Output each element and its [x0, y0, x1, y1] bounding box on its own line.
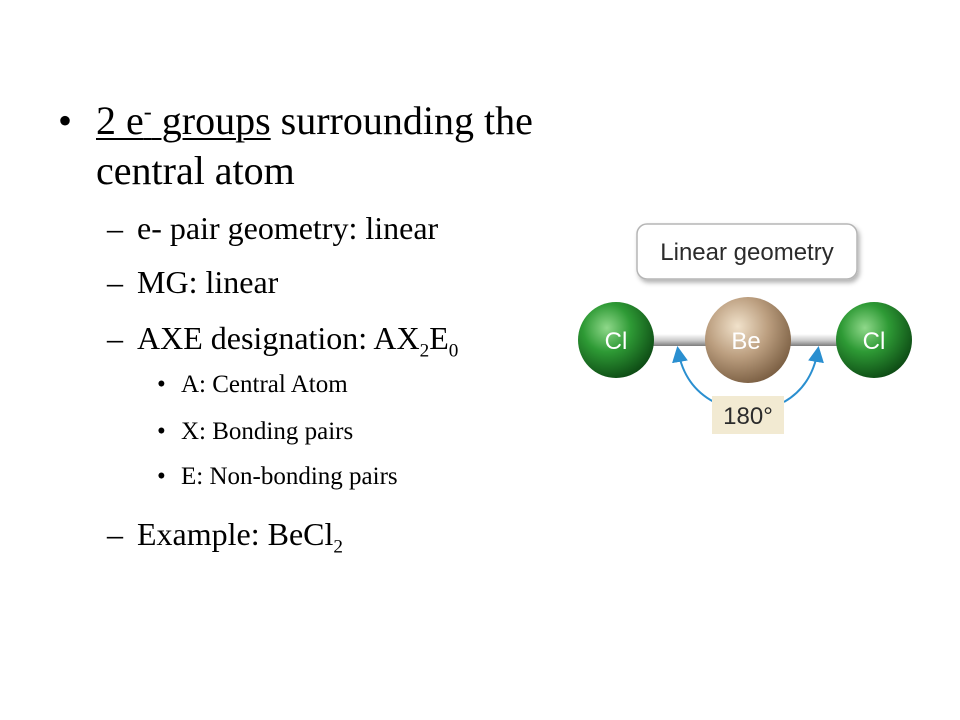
sub-item-a: •A: Central Atom [157, 371, 348, 398]
ep-geometry-item: –e- pair geometry: linear [107, 210, 439, 246]
chlorine-atom-left [578, 302, 654, 378]
chlorine-label-right: Cl [863, 328, 886, 355]
electron-groups-underlined: 2 e- groups [96, 98, 271, 143]
linear-geometry-diagram: Linear geometry Cl Be Cl 180° [576, 216, 920, 444]
bullet-dot: • [58, 98, 73, 143]
diagram-title: Linear geometry [660, 239, 833, 266]
beryllium-label: Be [731, 328, 760, 355]
angle-label: 180° [723, 403, 773, 430]
sub-item-e: •E: Non-bonding pairs [157, 463, 398, 490]
title-box: Linear geometry [636, 223, 858, 280]
angle-label-box [712, 396, 784, 434]
axe-designation-item: –AXE designation: AX2E0 [107, 320, 459, 362]
example-item: –Example: BeCl2 [107, 516, 343, 558]
angle-arrow-left [672, 346, 715, 403]
main-bullet-text: 2 e- groups surrounding the central atom [96, 98, 533, 193]
chlorine-atom-right [836, 302, 912, 378]
chlorine-label-left: Cl [605, 328, 628, 355]
beryllium-atom [705, 297, 791, 383]
angle-arrow-right [783, 346, 824, 403]
mg-item: –MG: linear [107, 264, 279, 300]
sub-item-x: •X: Bonding pairs [157, 418, 354, 445]
molecule-svg: Linear geometry Cl Be Cl 180° [578, 223, 912, 434]
